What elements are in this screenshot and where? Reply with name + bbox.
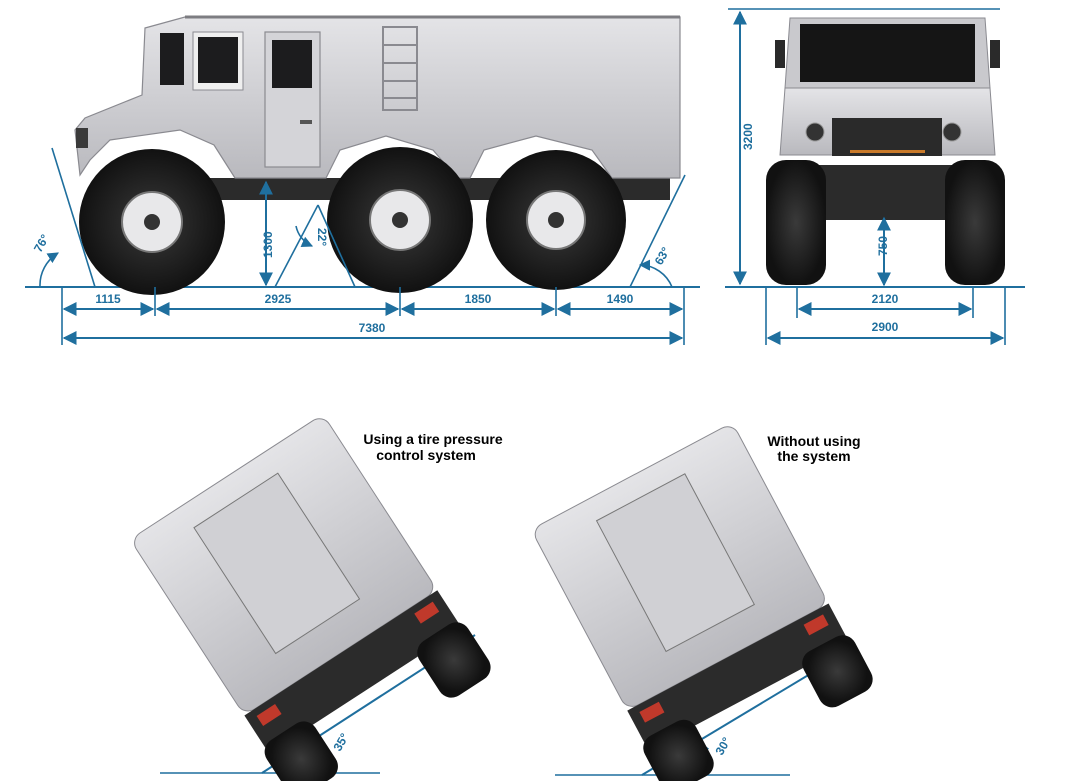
front-headlight-right xyxy=(942,122,962,142)
tilt1-caption-line1: Using a tire pressure xyxy=(363,431,502,447)
tilt1-tire-right xyxy=(417,622,491,698)
front-grille xyxy=(832,118,942,156)
tilt1-taillight-right xyxy=(414,601,440,624)
tilt1-chassis xyxy=(244,590,462,754)
front-tire-left xyxy=(766,160,826,285)
front-mirror-left xyxy=(775,40,785,68)
approach-line xyxy=(51,147,96,288)
front-windshield xyxy=(800,24,975,82)
dim-1115-label: 1115 xyxy=(95,292,121,306)
breakover-line-2 xyxy=(317,204,356,288)
tilt2-angle-label: 30° xyxy=(712,735,733,758)
front-light-bar xyxy=(850,150,925,153)
departure-angle-label: 63° xyxy=(652,245,673,268)
side-door-window xyxy=(272,40,312,88)
tilt1-caption-line2: control system xyxy=(376,447,476,463)
height-label: 3200 xyxy=(741,123,755,150)
clearance-label: 1300 xyxy=(261,231,275,258)
side-wheel-front xyxy=(79,149,225,295)
ground-clearance-label: 750 xyxy=(876,236,890,256)
approach-angle-label: 76° xyxy=(31,232,52,255)
dim-total-label: 7380 xyxy=(359,321,386,335)
dim-2925-label: 2925 xyxy=(265,292,292,306)
departure-arc xyxy=(638,259,673,288)
tilt2-caption-line2: the system xyxy=(777,448,850,464)
side-wheel-rear xyxy=(486,150,626,290)
tilt1-vehicle xyxy=(134,418,491,781)
dim-1850-label: 1850 xyxy=(465,292,492,306)
tilt2-caption-line1: Without using xyxy=(767,433,860,449)
tilt2-tire-left xyxy=(643,719,714,781)
tilt-view-2: Without using the system 30° xyxy=(534,426,873,781)
side-wheel-middle xyxy=(327,147,473,293)
track-label: 2120 xyxy=(872,292,899,306)
front-view: 3200 750 2120 2900 xyxy=(725,8,1025,345)
tilt2-taillight-left xyxy=(639,701,665,723)
tilt2-vehicle xyxy=(534,426,873,781)
tilt1-tire-left xyxy=(264,721,338,781)
tilt1-taillight-left xyxy=(256,703,282,727)
tilt2-rear-door xyxy=(595,473,756,653)
side-cab-window xyxy=(160,33,184,85)
tilt2-tire-right xyxy=(802,635,873,708)
tilt1-angle-label: 35° xyxy=(330,731,351,754)
tilt1-rear-door xyxy=(193,472,361,655)
breakover-angle-label: 22° xyxy=(315,228,329,246)
tilt-view-1: Using a tire pressure control system 35° xyxy=(134,418,503,781)
breakover-line-1 xyxy=(274,204,319,288)
side-window xyxy=(198,37,238,83)
dim-1490-label: 1490 xyxy=(607,292,634,306)
approach-arc xyxy=(39,252,59,288)
breakover-arc xyxy=(295,225,314,247)
front-mirror-right xyxy=(990,40,1000,68)
side-door-handle xyxy=(300,120,312,124)
front-tire-right xyxy=(945,160,1005,285)
front-chassis xyxy=(810,165,965,220)
tilt2-taillight-right xyxy=(803,614,829,636)
width-label: 2900 xyxy=(872,320,899,334)
side-ladder xyxy=(382,26,418,111)
tilt2-chassis xyxy=(627,603,850,751)
side-view: 76° 63° 22° 1300 1115 2925 1850 1490 738… xyxy=(25,15,700,345)
front-headlight-left xyxy=(805,122,825,142)
side-headlight xyxy=(76,128,88,148)
